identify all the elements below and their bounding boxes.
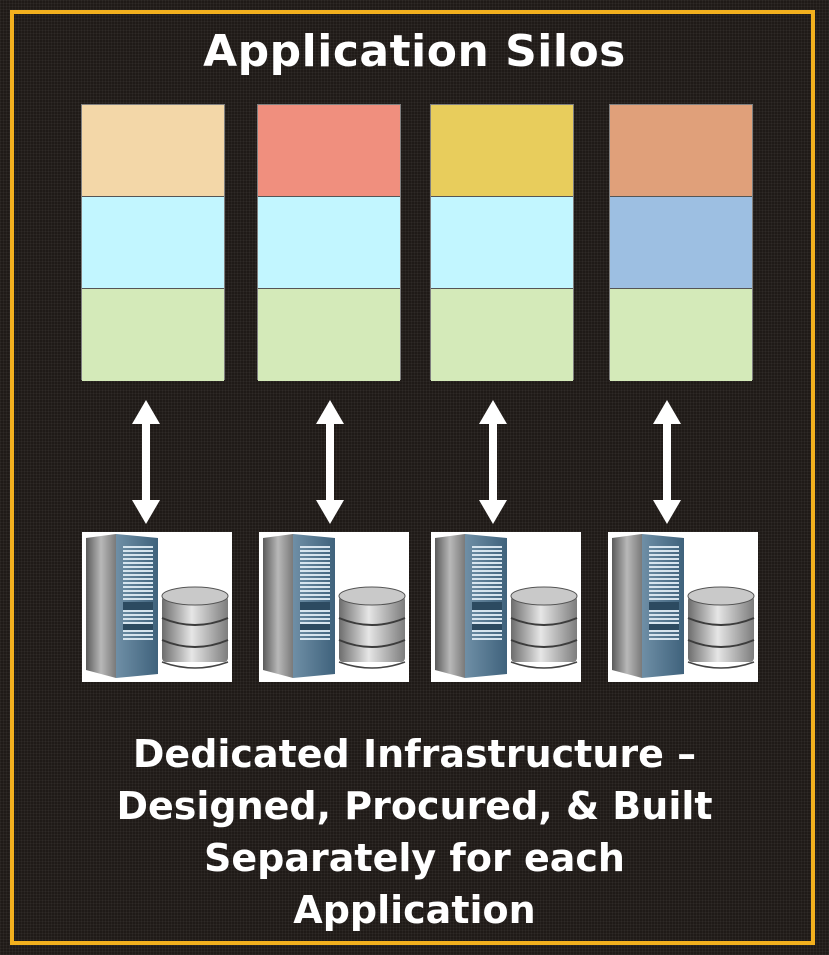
application-silo-1	[81, 104, 225, 381]
double-headed-arrow-icon	[315, 400, 345, 524]
silo-3-layer-1	[431, 105, 573, 197]
server-rack-icon	[431, 532, 581, 682]
silo-1-layer-2	[82, 197, 224, 289]
silo-2-layer-1	[258, 105, 400, 197]
server-rack-icon	[608, 532, 758, 682]
silo-3-layer-2	[431, 197, 573, 289]
slide-frame	[10, 10, 815, 945]
double-headed-arrow-icon	[131, 400, 161, 524]
caption-line-1: Dedicated Infrastructure –	[132, 732, 697, 776]
silo-2-layer-2	[258, 197, 400, 289]
caption-line-4: Application	[293, 888, 536, 932]
application-silo-2	[257, 104, 401, 381]
silo-4-layer-1	[610, 105, 752, 197]
silo-1-layer-1	[82, 105, 224, 197]
double-headed-arrow-icon	[652, 400, 682, 524]
server-rack-icon	[82, 532, 232, 682]
slide-title: Application Silos	[203, 26, 626, 77]
application-silo-4	[609, 104, 753, 381]
server-rack-icon	[259, 532, 409, 682]
caption: Dedicated Infrastructure – Designed, Pro…	[40, 728, 789, 936]
silo-4-layer-2	[610, 197, 752, 289]
caption-line-3: Separately for each	[204, 836, 625, 880]
silo-2-layer-3	[258, 289, 400, 381]
silo-3-layer-3	[431, 289, 573, 381]
silo-1-layer-3	[82, 289, 224, 381]
caption-line-2: Designed, Procured, & Built	[116, 784, 713, 828]
silo-4-layer-3	[610, 289, 752, 381]
application-silo-3	[430, 104, 574, 381]
double-headed-arrow-icon	[478, 400, 508, 524]
